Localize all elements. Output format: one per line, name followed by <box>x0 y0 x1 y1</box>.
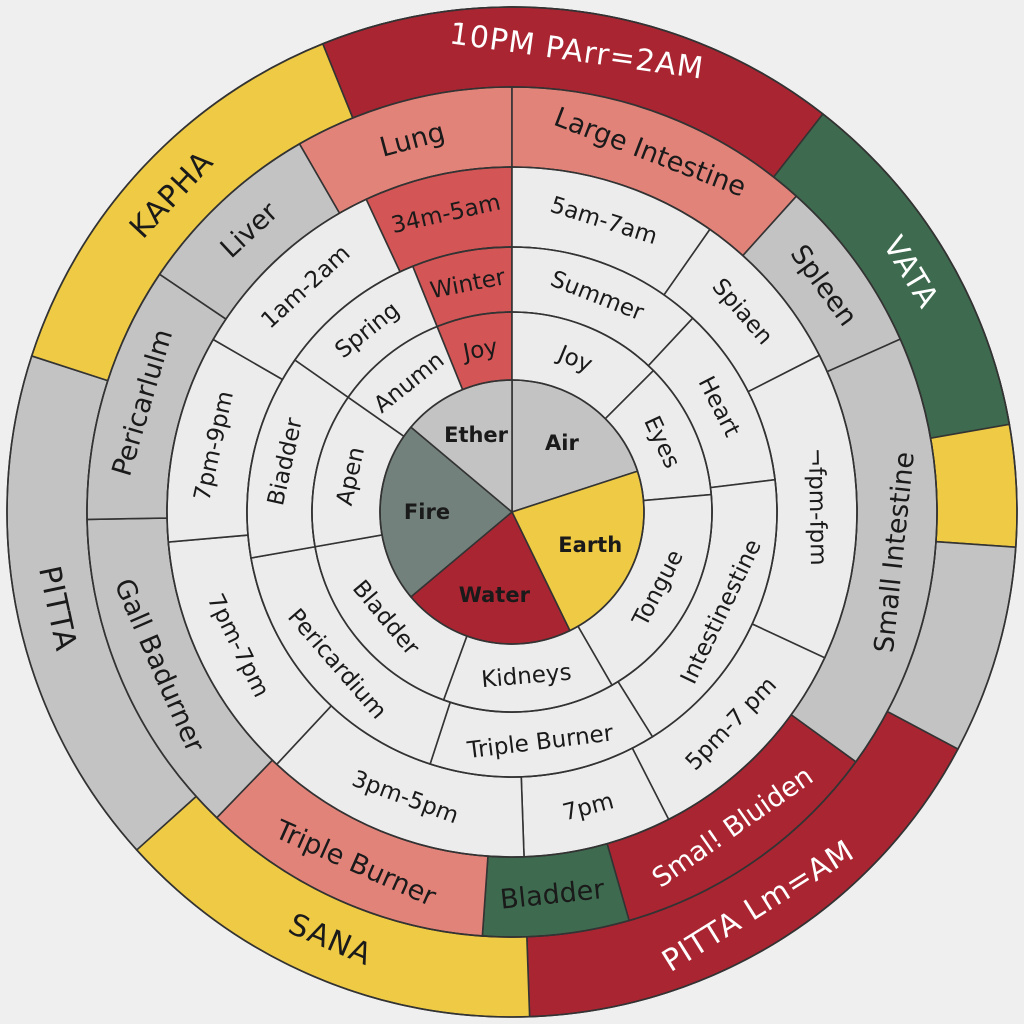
ring-outline <box>86 86 938 938</box>
ring-outline <box>311 311 713 713</box>
ring-outline <box>6 6 1018 1018</box>
ring-outline <box>379 379 645 645</box>
elements-label-air: Air <box>545 431 579 455</box>
ring-outline <box>166 166 858 858</box>
ring-outlines <box>6 6 1018 1018</box>
time-ring-label-fpm-fpm: ¬fpm-fpm <box>803 448 831 566</box>
elements-label-ether: Ether <box>444 423 509 447</box>
elements-label-fire: Fire <box>404 500 450 524</box>
elements-label-earth: Earth <box>558 533 622 557</box>
elements-label-water: Water <box>459 583 531 607</box>
ring-outline <box>246 246 778 778</box>
